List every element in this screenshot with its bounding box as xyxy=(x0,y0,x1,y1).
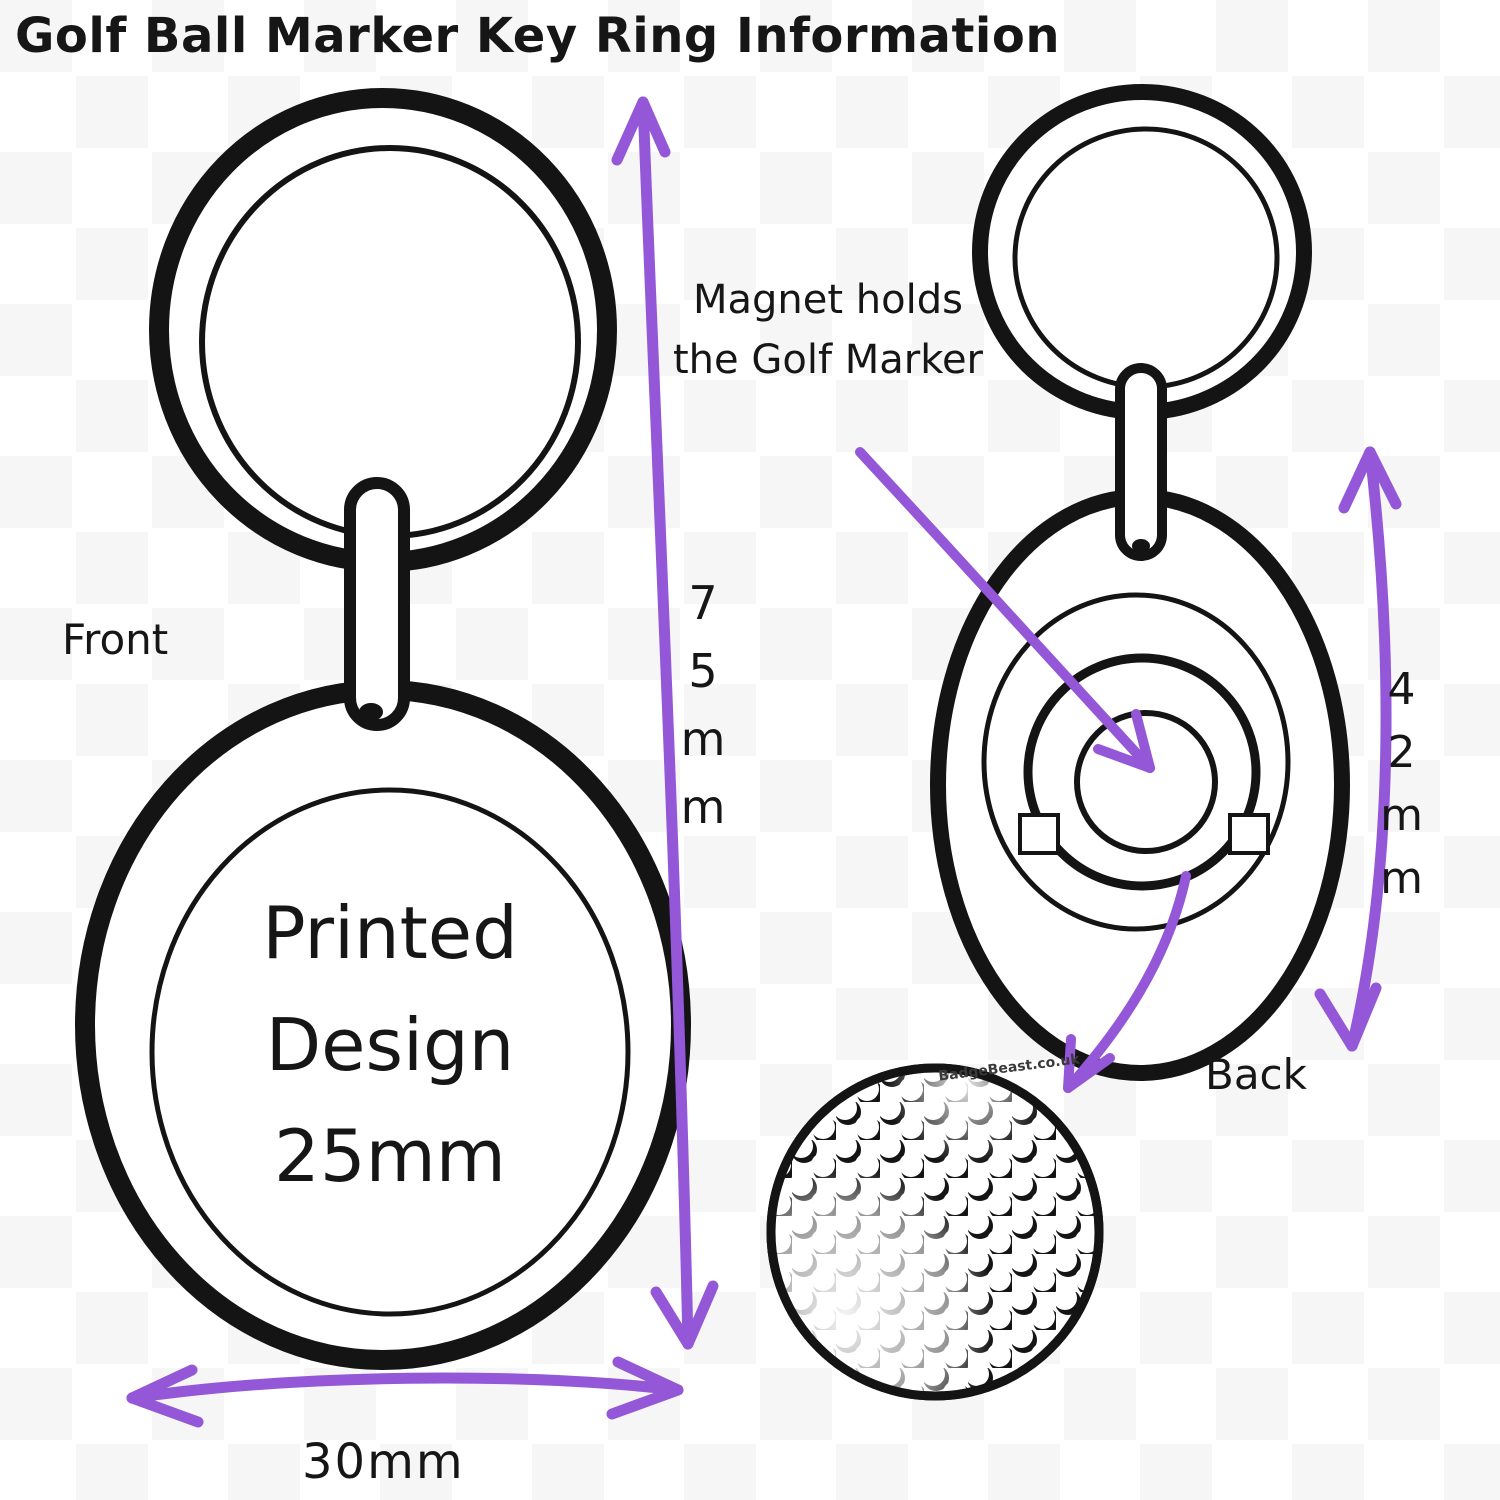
golf-ball-outline xyxy=(766,1063,1104,1401)
back-keyring-drawing xyxy=(930,84,1350,1081)
dimension-arrows xyxy=(126,96,1402,1428)
front-printed-area xyxy=(149,787,631,1317)
ball-pointer-arrowhead xyxy=(1063,1034,1115,1093)
back-link-hole xyxy=(1132,539,1150,553)
back-view-label: Back xyxy=(1205,1050,1307,1099)
printed-design-label: Printed Design 25mm xyxy=(262,891,518,1199)
front-height-dimension-label: 75mm xyxy=(676,576,730,848)
front-link-hole xyxy=(359,703,383,721)
ball-pointer-arrow xyxy=(1063,871,1191,1093)
page-title: Golf Ball Marker Key Ring Information xyxy=(15,8,1060,64)
back-height-arrow xyxy=(1346,446,1392,1052)
golf-ball-illustration xyxy=(766,1063,1104,1401)
back-height-arrowhead-top xyxy=(1338,446,1402,514)
back-height-dimension-label: 42mm xyxy=(1376,664,1427,916)
front-width-arrowhead-left xyxy=(126,1364,204,1428)
pointer-arrows xyxy=(855,447,1191,1093)
back-height-arrowhead-bottom xyxy=(1314,982,1382,1052)
front-width-arrowhead-right xyxy=(606,1356,684,1420)
back-band-notch-left xyxy=(1018,813,1060,855)
front-height-arrow xyxy=(637,96,694,1350)
back-recess-ring xyxy=(981,592,1291,932)
front-height-arrowhead-bottom xyxy=(650,1280,719,1350)
front-width-arrow xyxy=(126,1372,684,1404)
front-height-arrowhead-top xyxy=(611,96,671,166)
front-width-dimension-label: 30mm xyxy=(302,1434,465,1490)
front-connector-link xyxy=(344,477,410,731)
back-band-notch-right xyxy=(1228,813,1270,855)
back-connector-link xyxy=(1115,363,1167,561)
magnet-note-label: Magnet holds the Golf Marker xyxy=(673,277,983,383)
back-magnet xyxy=(1074,710,1218,854)
front-view-label: Front xyxy=(62,615,169,664)
front-keyring-drawing xyxy=(75,88,691,1370)
magnet-pointer-arrowhead xyxy=(1093,709,1155,773)
magnet-pointer-arrow xyxy=(855,447,1155,773)
golf-ball-dimples xyxy=(775,1072,1095,1392)
back-magnet-band xyxy=(1023,653,1261,891)
